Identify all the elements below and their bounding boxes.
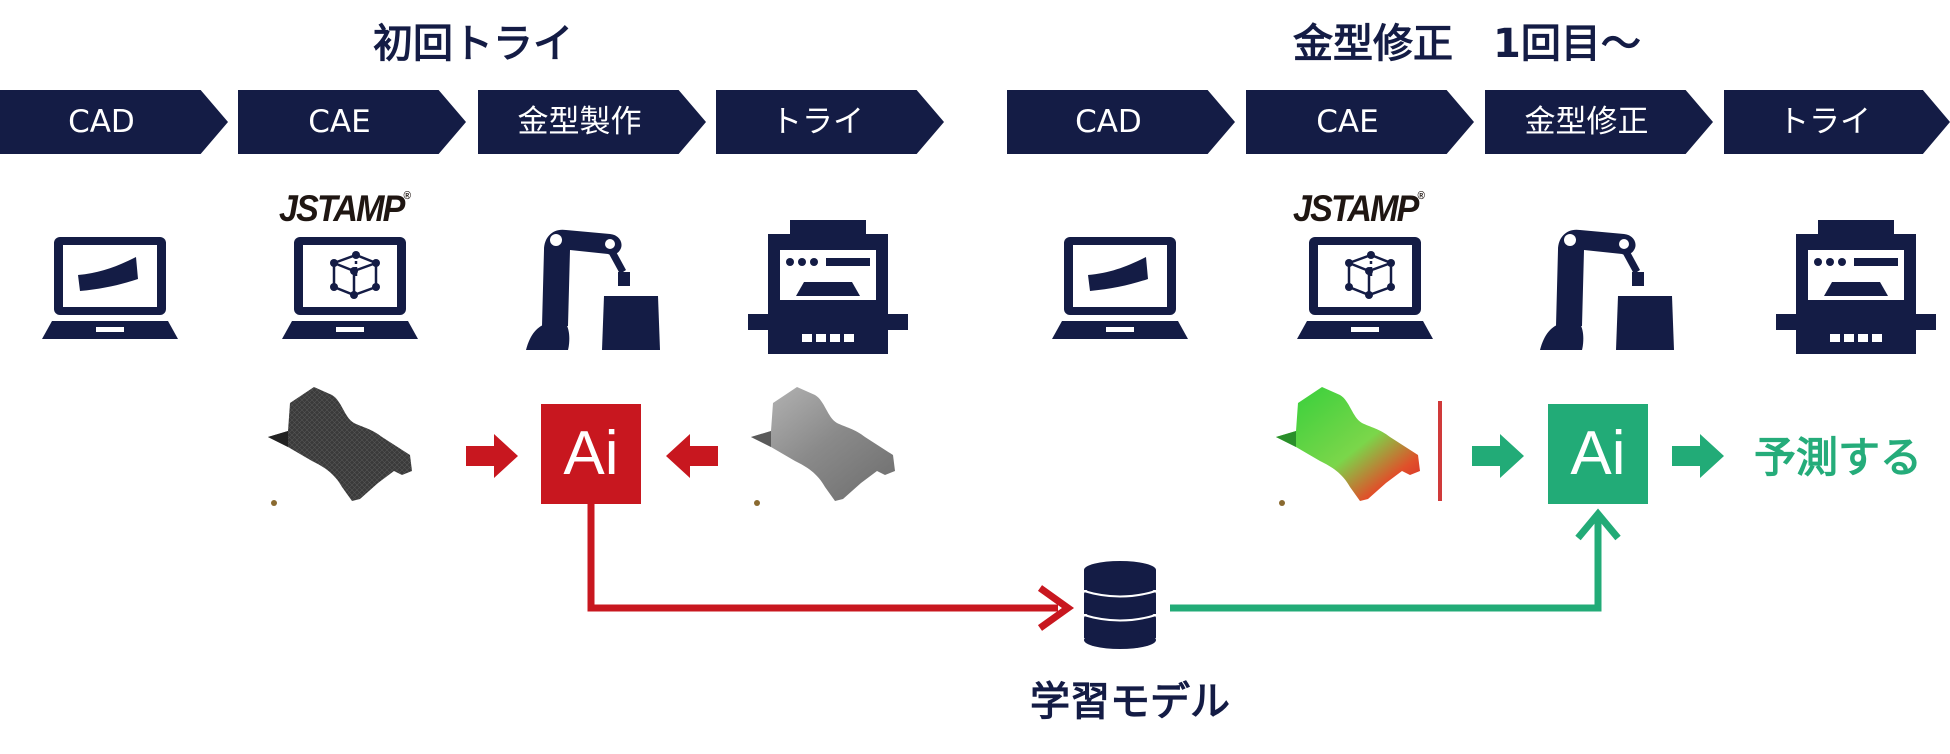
robot-arm-icon <box>526 229 660 350</box>
predict-label: 予測する <box>1754 433 1923 482</box>
robot-arm-icon <box>1540 229 1674 350</box>
logo-mark: ® <box>403 190 411 202</box>
step-label: CAD <box>1075 104 1142 140</box>
database-icon <box>1083 561 1157 649</box>
arrow-right-icon <box>1672 434 1724 478</box>
step-label: CAE <box>308 104 371 140</box>
jstamp-logo: JSTAMP® <box>279 176 411 229</box>
part-mesh-icon <box>268 387 412 506</box>
step-die-making: 金型製作 <box>478 90 706 154</box>
step-die-fix: 金型修正 <box>1485 90 1713 154</box>
arrow-right-icon <box>1472 434 1524 478</box>
step-label: CAD <box>68 104 135 140</box>
part-heatmap-icon <box>1276 387 1442 506</box>
phase-title-first-trial: 初回トライ <box>373 21 573 67</box>
logo-text: JSTAMP <box>1293 188 1419 229</box>
part-gray-icon <box>751 387 895 506</box>
arrow-right-icon <box>466 434 518 478</box>
laptop-cube-icon <box>1297 237 1433 339</box>
step-label: CAE <box>1316 104 1379 140</box>
step-cae-left: CAE <box>238 90 466 154</box>
laptop-curve-icon <box>42 237 178 339</box>
step-trial-right: トライ <box>1724 90 1950 154</box>
step-cad-right: CAD <box>1007 90 1235 154</box>
ai-box-red: Ai <box>541 404 641 504</box>
step-label: トライ <box>770 104 864 140</box>
laptop-cube-icon <box>282 237 418 339</box>
arrow-left-icon <box>666 434 718 478</box>
logo-text: JSTAMP <box>279 188 405 229</box>
jstamp-logo: JSTAMP® <box>1293 176 1425 229</box>
laptop-curve-icon <box>1052 237 1188 339</box>
press-machine-icon <box>1776 220 1936 354</box>
phase-title-die-fix: 金型修正 1回目～ <box>1293 21 1641 67</box>
press-machine-icon <box>748 220 908 354</box>
learning-model-label: 学習モデル <box>1030 679 1230 725</box>
step-cad-left: CAD <box>0 90 228 154</box>
step-cae-right: CAE <box>1246 90 1474 154</box>
step-label: 金型修正 <box>1524 104 1649 140</box>
step-label: トライ <box>1778 104 1872 140</box>
step-label: 金型製作 <box>517 104 642 140</box>
step-trial-left: トライ <box>716 90 944 154</box>
ai-box-green: Ai <box>1548 404 1648 504</box>
logo-mark: ® <box>1417 190 1425 202</box>
